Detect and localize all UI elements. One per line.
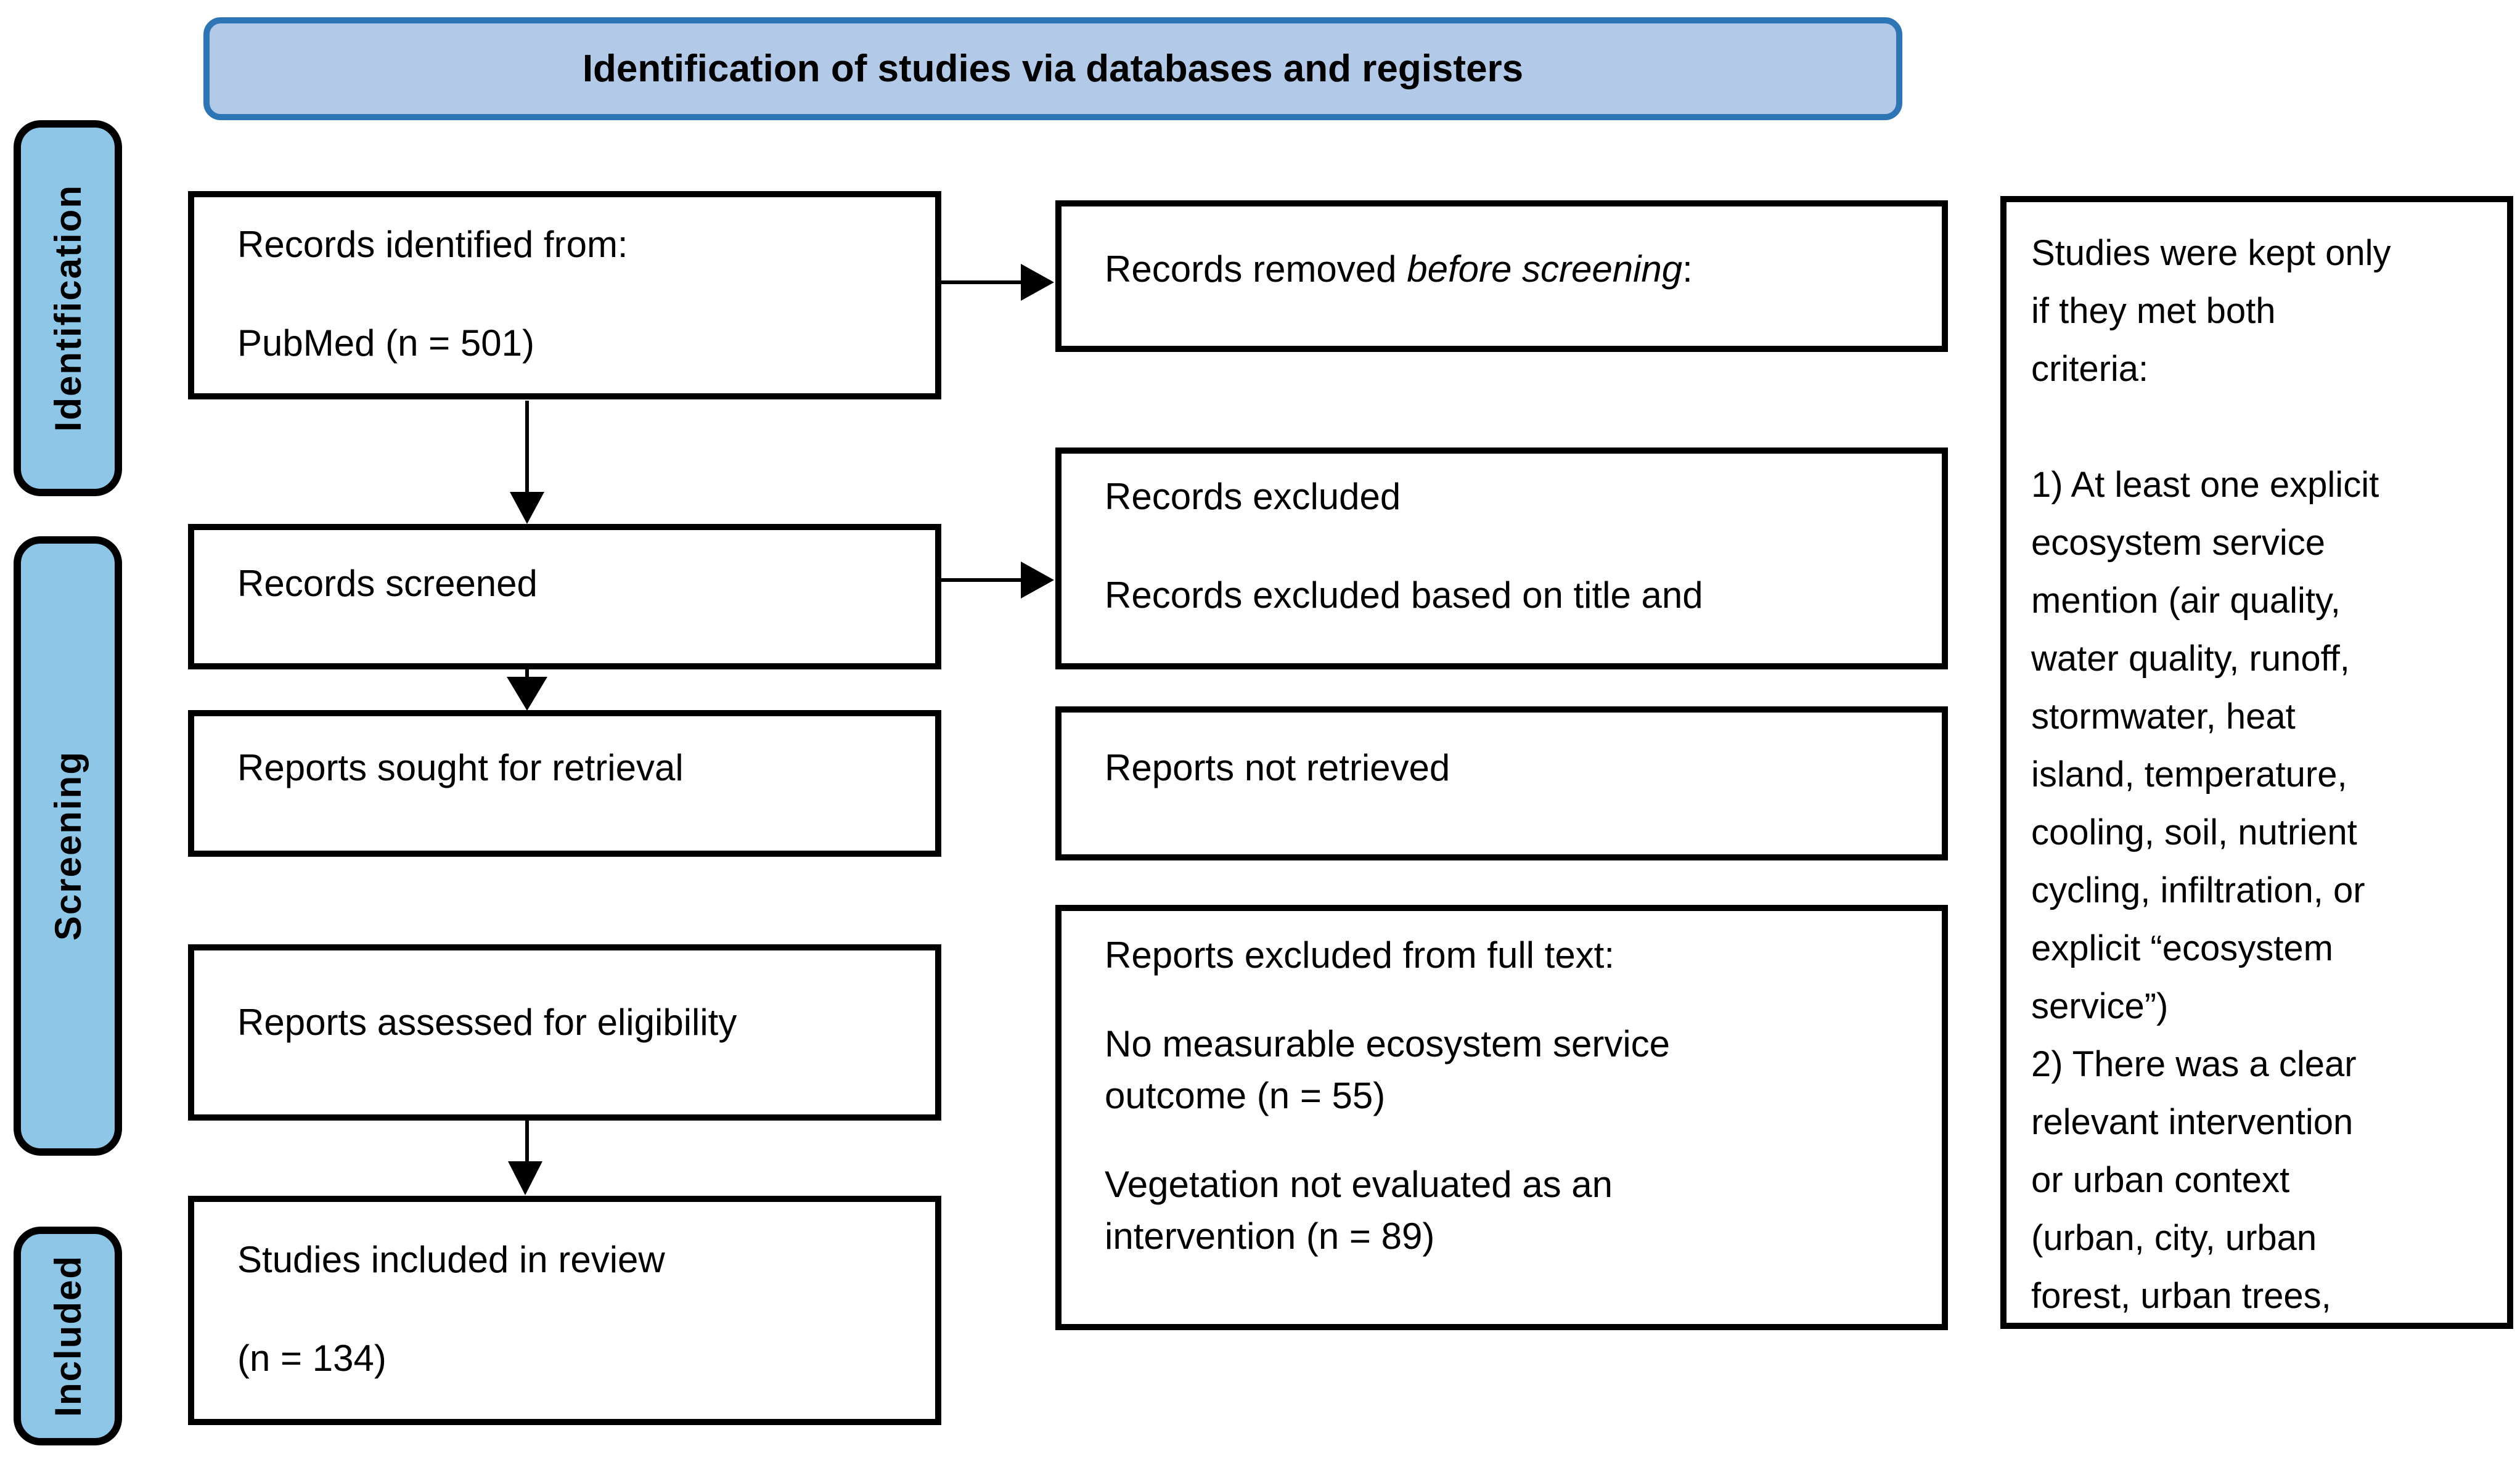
studies-included-line2: (n = 134) [237,1338,387,1379]
stage-label-screening: Screening [47,751,89,941]
arrow-right-icon [1021,562,1054,599]
records-removed-suffix: : [1682,248,1693,290]
diagram-title-banner: Identification of studies via databases … [203,17,1902,120]
box-records-excluded: Records excluded Records excluded based … [1055,447,1948,669]
criteria-text: Studies were kept only if they met both … [2031,233,2391,1316]
stage-label-identification: Identification [47,184,89,432]
connector-line-screened-to-sought [525,669,529,683]
stage-bar-identification: Identification [14,120,122,496]
records-removed-label: Records removed before screening: [1105,243,1917,295]
stage-bar-included: Included [14,1227,122,1445]
box-reports-assessed: Reports assessed for eligibility [188,944,941,1121]
records-excluded-line2: Records excluded based on title and [1105,574,1703,616]
criteria-panel: Studies were kept only if they met both … [2000,196,2513,1329]
box-records-removed: Records removed before screening: [1055,200,1948,352]
box-records-identified: Records identified from: PubMed (n = 501… [188,191,941,399]
connector-line-screened-to-excluded [941,578,1028,582]
reports-sought-label: Reports sought for retrieval [237,747,684,788]
records-removed-italic: before screening [1407,248,1683,290]
reports-excluded-ft-line2: No measurable ecosystem service outcome … [1105,1023,1671,1116]
arrow-down-icon [507,677,547,711]
reports-assessed-label: Reports assessed for eligibility [237,1002,737,1043]
records-excluded-line1: Records excluded [1105,476,1401,517]
records-removed-prefix: Records removed [1105,248,1407,290]
records-identified-line2: PubMed (n = 501) [237,322,534,364]
reports-excluded-ft-line3: Vegetation not evaluated as an intervent… [1105,1164,1613,1257]
connector-line-identified-to-screened [525,401,529,494]
reports-not-retrieved-label: Reports not retrieved [1105,747,1450,788]
box-reports-sought: Reports sought for retrieval [188,710,941,857]
box-studies-included: Studies included in review (n = 134) [188,1196,941,1425]
box-reports-not-retrieved: Reports not retrieved [1055,706,1948,860]
arrow-down-icon [510,492,544,524]
studies-included-line1: Studies included in review [237,1239,665,1280]
records-identified-line1: Records identified from: [237,224,628,265]
reports-excluded-ft-line1: Reports excluded from full text: [1105,934,1615,976]
stage-label-included: Included [47,1255,89,1417]
diagram-title: Identification of studies via databases … [582,47,1524,90]
connector-line-assessed-to-included [525,1121,529,1164]
arrow-down-icon [508,1161,542,1195]
records-screened-label: Records screened [237,563,538,604]
stage-bar-screening: Screening [14,536,122,1156]
connector-line-identified-to-removed [941,280,1028,284]
box-records-screened: Records screened [188,524,941,669]
box-reports-excluded-full-text: Reports excluded from full text: No meas… [1055,905,1948,1330]
arrow-right-icon [1021,264,1054,301]
